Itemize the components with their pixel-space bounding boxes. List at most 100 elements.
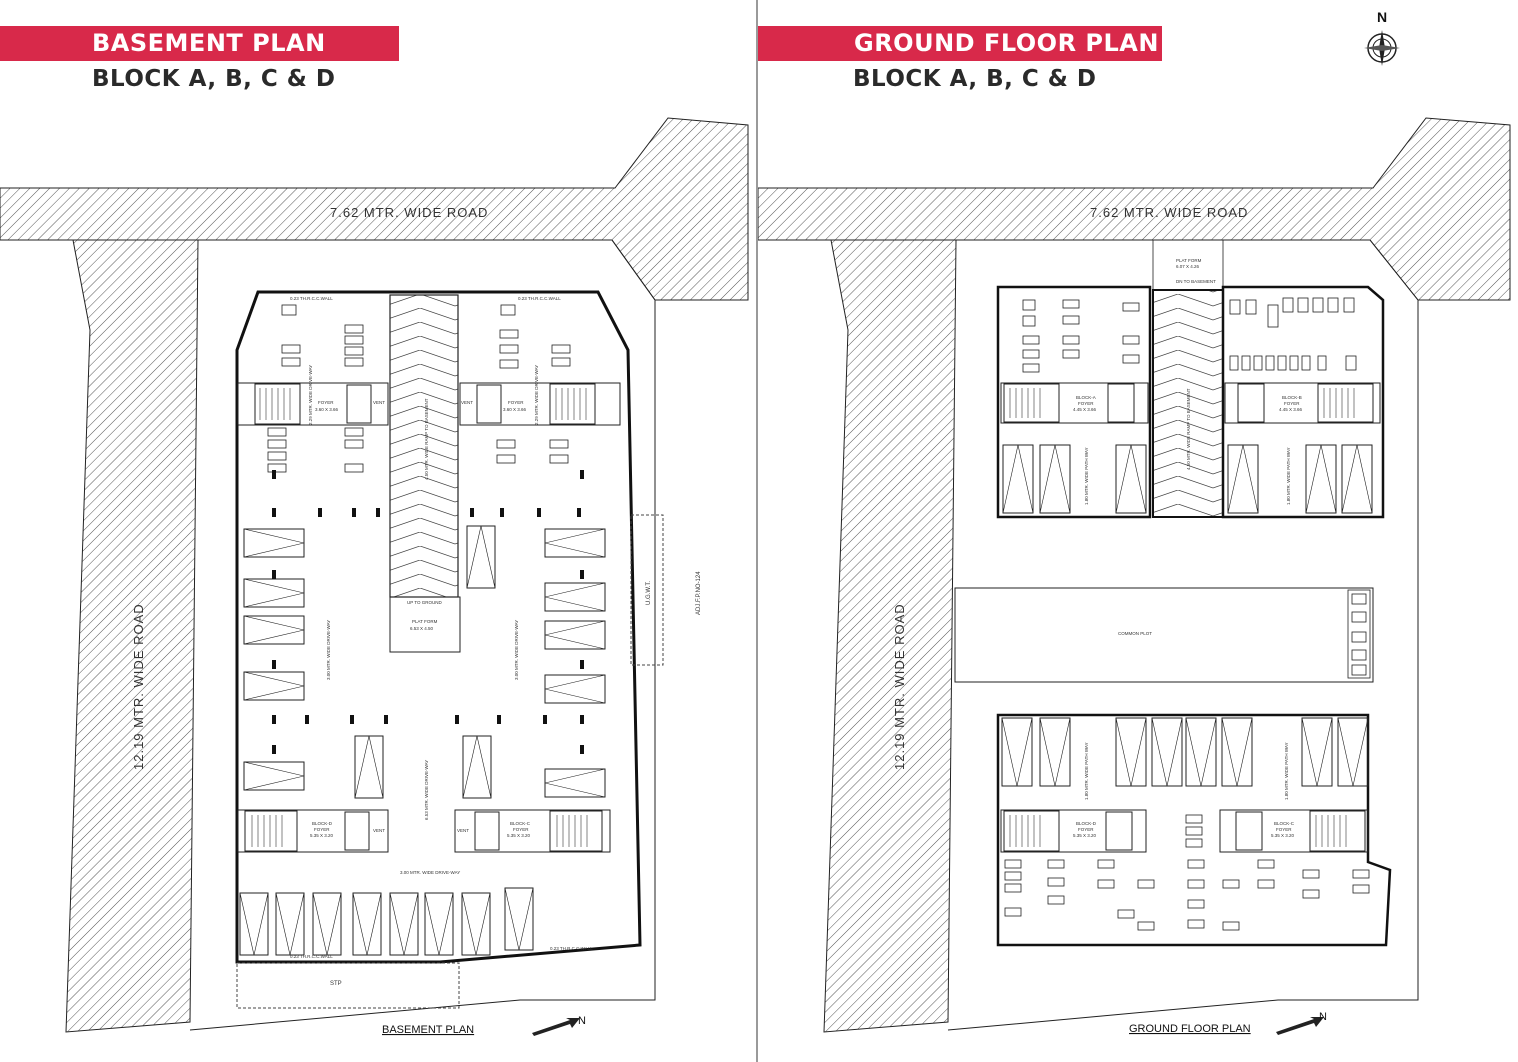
stair-top-left [254,383,301,425]
top-road-label: 7.62 MTR. WIDE ROAD [330,205,488,220]
block-b-foyer: FOYER [1284,401,1300,406]
platform [389,596,461,653]
plot-boundary [947,239,1419,1031]
block-d-foyer: FOYER [1078,827,1094,832]
ground-panel: GROUND FLOOR PLAN BLOCK A, B, C & D N 7.… [758,0,1518,1062]
block-b-label: BLOCK-B [1282,395,1302,400]
block-c-foyer-size: 5.35 X 3.20 [507,833,531,838]
driveway-bottom: 3.00 MTR. WIDE DRIVE-WAY [400,870,460,875]
stair-bottom-left [244,810,298,852]
vent-bottom-left: VENT [373,828,385,833]
common-plot-bays [1347,589,1371,679]
two-wheeler-bays [267,304,571,473]
block-b-outline [1221,285,1385,519]
block-d-lift [1105,811,1133,851]
block-d-pathway: 1.80 MTR. WIDE PATH WAY [1084,742,1089,800]
lower-parking-bays [1001,717,1369,787]
ugwt-label: U.G.W.T. [646,581,652,605]
compass-north-label: N [1377,9,1387,25]
block-d-core [1000,809,1147,853]
down-basement-label: DN TO BASEMENT [1176,279,1216,284]
basement-banner: BASEMENT PLAN [0,26,399,61]
left-road [823,239,957,1033]
foyer-top-right: FOYER [508,400,524,405]
block-c-foyer: FOYER [513,827,529,832]
driveway-center: 6.53 MTR. WIDE DRIVE-WAY [424,760,429,820]
ground-banner: GROUND FLOOR PLAN [758,26,1162,61]
core-top-left [237,382,389,426]
driveway-top-right: 2.29 MTR. WIDE DRIVE-WAY [534,365,539,425]
block-a-outline [996,285,1152,519]
lift-top-right [476,384,502,424]
block-a-core [1000,382,1149,424]
core-top-right [459,382,621,426]
ramp-label: 4.50 MTR. WIDE RAMP TO BASEMENT [424,398,429,480]
block-a-foyer: FOYER [1078,401,1094,406]
foyer-top-left-size: 3.60 X 3.66 [315,407,339,412]
stp-tank [236,962,460,1009]
driveway-mid-right: 3.00 MTR. WIDE DRIVE-WAY [514,620,519,680]
left-road-label: 12.19 MTR. WIDE ROAD [131,603,146,770]
block-c-foyer-size: 5.35 X 3.20 [1271,833,1295,838]
top-road-label: 7.62 MTR. WIDE ROAD [1090,205,1248,220]
core-bottom-right [454,809,611,853]
core-bottom-left [237,809,389,853]
foyer-top-left: FOYER [318,400,334,405]
block-a-lift [1107,383,1135,423]
block-d-label: BLOCK-D [1076,821,1097,826]
left-road-label: 12.19 MTR. WIDE ROAD [892,603,907,770]
block-cd-outline [996,713,1392,947]
upto-ground-label: UP TO GROUND [407,600,443,605]
compass-icon [1364,30,1400,66]
platform-label: PLAT FORM [1176,258,1202,263]
common-plot [954,587,1374,683]
vent-bottom-right: VENT [457,828,469,833]
north-arrow-icon [532,1018,580,1036]
block-b-core [1224,382,1381,424]
sheet-divider [756,0,758,1062]
adj-fp-label: ADJ.F.P.NO-124 [696,571,702,615]
rcc-wall-top-right: 0.23 TH.R.C.C.WALL [518,296,561,301]
ground-north-label: N [1319,1011,1327,1023]
north-arrow-icon [1276,1017,1324,1035]
stp-label: STP [330,981,342,987]
basement-outline [235,290,642,964]
block-d-foyer-size: 5.35 X 3.20 [1073,833,1097,838]
block-b-foyer-size: 4.45 X 3.66 [1279,407,1303,412]
block-c-label: BLOCK-C [510,821,531,826]
block-a-label: BLOCK-A [1076,395,1096,400]
stair-top-right [549,383,596,425]
parking-bays [239,525,606,956]
block-c-core [1219,809,1369,853]
common-plot-label: COMMON PLOT [1118,631,1152,636]
basement-caption: BASEMENT PLAN [382,1024,474,1036]
ramp [389,294,459,598]
ugwt-tank [630,514,664,666]
top-parking-bays [1002,444,1373,514]
lift-bottom-right [474,811,500,851]
block-b-pathway: 1.80 MTR. WIDE PATH WAY [1286,447,1291,505]
block-d-stair [1003,810,1060,852]
driveway-top-left: 2.29 MTR. WIDE DRIVE-WAY [308,365,313,425]
stair-bottom-right [549,810,603,852]
platform-label: PLAT FORM [412,619,438,624]
platform-size: 6.07 X 4.26 [1176,264,1200,269]
block-c-foyer: FOYER [1276,827,1292,832]
block-a-foyer-size: 4.45 X 3.66 [1073,407,1097,412]
top-two-wheeler-bays [1022,297,1357,373]
foyer-top-right-size: 3.60 X 3.66 [503,407,527,412]
ground-plan-drawing: N 7.62 MTR. WIDE ROAD 12.19 MTR. WIDE RO… [758,9,1511,1035]
block-c-label: BLOCK-C [1274,821,1295,826]
block-d-label: BLOCK-D [312,821,333,826]
columns [272,470,584,754]
basement-panel: BASEMENT PLAN BLOCK A, B, C & D 7.62 MTR… [0,0,757,1062]
driveway-mid-left: 3.00 MTR. WIDE DRIVE-WAY [326,620,331,680]
block-a-stair [1003,383,1060,423]
vent-top-left: VENT [373,400,385,405]
lower-two-wheeler-bays [1004,814,1370,931]
lift-bottom-left [344,811,370,851]
ramp-label: 4.50 MTR. WIDE RAMP TO BASEMENT [1186,388,1191,470]
block-b-stair [1317,383,1374,423]
basement-plan-drawing: 7.62 MTR. WIDE ROAD 12.19 MTR. WIDE ROAD… [0,117,749,1036]
block-c-pathway: 1.80 MTR. WIDE PATH WAY [1284,742,1289,800]
